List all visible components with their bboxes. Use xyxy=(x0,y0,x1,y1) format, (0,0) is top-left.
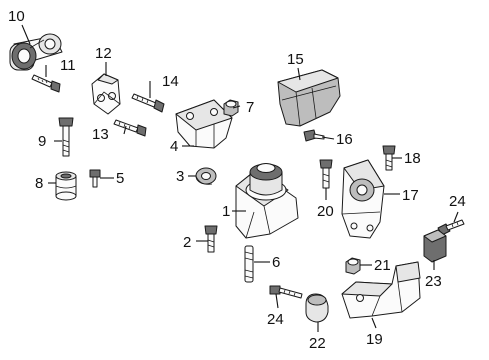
callout-13: 13 xyxy=(92,126,109,143)
part-17-bracket xyxy=(341,159,385,239)
callout-5: 5 xyxy=(116,170,124,187)
callout-24-lower: 24 xyxy=(267,311,284,328)
callout-15: 15 xyxy=(287,51,304,68)
callout-6: 6 xyxy=(272,254,280,271)
part-3-bushing-ring xyxy=(195,167,217,185)
part-20-bolt xyxy=(319,159,333,189)
part-12-bracket xyxy=(91,73,121,115)
part-22-rubber-stop xyxy=(305,293,329,323)
callout-22: 22 xyxy=(309,335,326,352)
part-5-small-bolt xyxy=(89,169,101,188)
part-7-nut xyxy=(223,99,239,117)
part-24-bolt-lower xyxy=(269,285,303,299)
callout-numbers: 10 11 12 13 14 7 4 9 8 5 3 15 16 1 2 6 2… xyxy=(8,8,466,352)
callout-1: 1 xyxy=(222,203,230,220)
callout-14: 14 xyxy=(162,73,179,90)
part-6-stud xyxy=(244,245,254,283)
part-10-double-bushing-mount xyxy=(9,33,63,71)
part-4-bracket xyxy=(175,99,233,149)
part-9-long-bolt xyxy=(58,117,74,157)
callout-7: 7 xyxy=(246,99,254,116)
part-2-bolt xyxy=(204,225,218,253)
callout-11: 11 xyxy=(60,57,76,74)
callout-4: 4 xyxy=(170,138,178,155)
part-11-bolt xyxy=(31,74,61,93)
leader-lines xyxy=(21,24,459,332)
part-1-engine-mount xyxy=(235,163,299,239)
callout-18: 18 xyxy=(404,150,421,167)
callout-17: 17 xyxy=(402,187,419,204)
callout-24-upper: 24 xyxy=(449,193,466,210)
callout-23: 23 xyxy=(425,273,442,290)
part-14-bolt xyxy=(131,93,165,113)
callout-2: 2 xyxy=(183,234,191,251)
callout-8: 8 xyxy=(35,175,43,192)
part-15-cover xyxy=(277,69,341,127)
part-13-bolt xyxy=(113,119,147,137)
part-16-bolt xyxy=(303,129,325,142)
part-8-bushing xyxy=(55,171,77,201)
callout-10: 10 xyxy=(8,8,25,25)
part-18-bolt xyxy=(382,145,396,171)
callout-9: 9 xyxy=(38,133,46,150)
callout-20: 20 xyxy=(317,203,334,220)
part-23-bushing-block xyxy=(423,229,447,263)
part-19-rear-mount xyxy=(341,261,421,319)
callout-16: 16 xyxy=(336,131,353,148)
callout-3: 3 xyxy=(176,168,184,185)
callout-19: 19 xyxy=(366,331,383,348)
part-21-nut xyxy=(345,257,361,275)
part-24-bolt-upper xyxy=(437,219,465,236)
callout-12: 12 xyxy=(95,45,112,62)
callout-21: 21 xyxy=(374,257,391,274)
